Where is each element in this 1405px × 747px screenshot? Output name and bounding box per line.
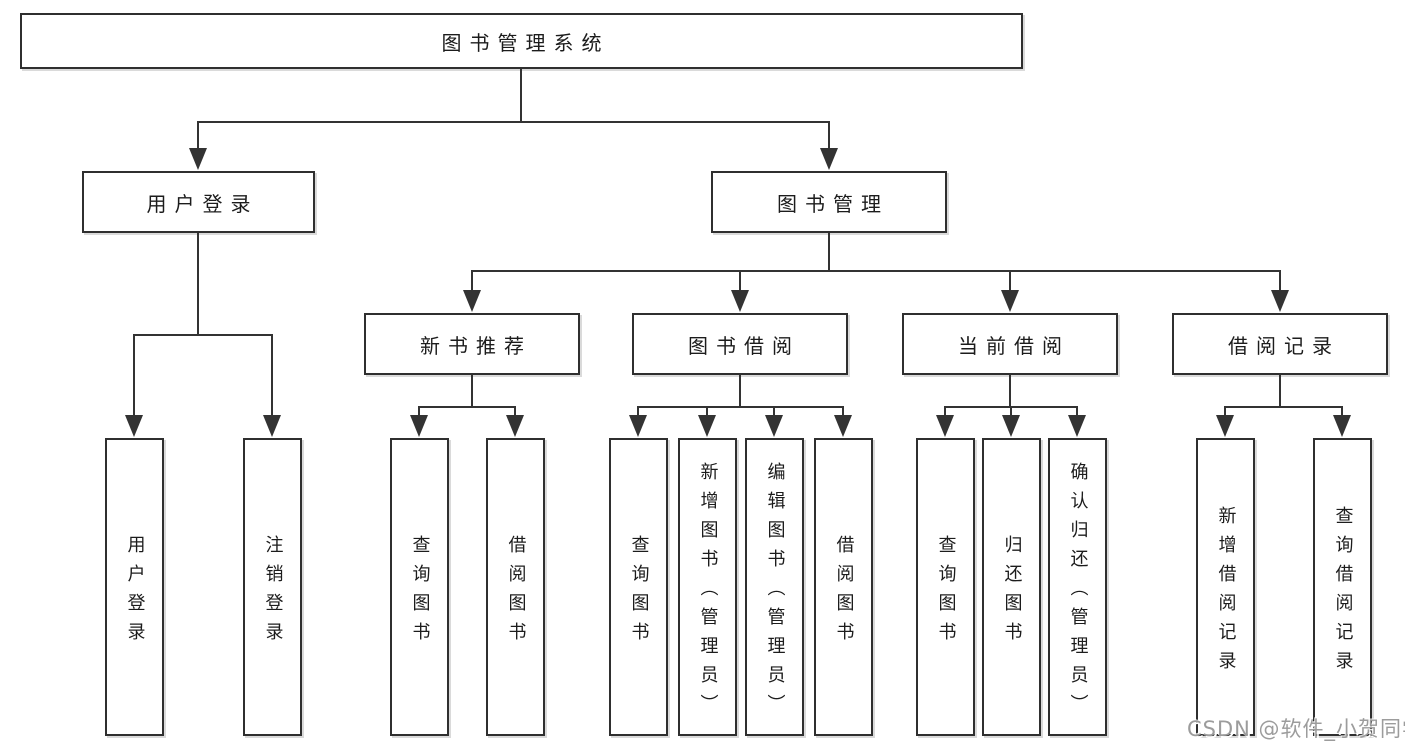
connector-line [471,375,473,408]
connector-arrowhead [263,415,281,437]
node-borrow-books-recommend: 借阅图书 [486,438,545,736]
node-add-borrow-record: 新增借阅记录 [1196,438,1255,736]
node-borrow-books-borrowing-label: 借阅图书 [833,534,855,651]
connector-arrowhead [463,290,481,312]
connector-arrowhead [1068,415,1086,437]
node-new-book-recommend-label: 新书推荐 [420,333,532,358]
node-confirm-return-admin: 确认归还（管理员） [1048,438,1107,736]
node-borrowing-records-label: 借阅记录 [1228,333,1340,358]
node-return-books: 归还图书 [982,438,1041,736]
connector-line [1009,375,1011,408]
node-add-borrow-record-label: 新增借阅记录 [1215,505,1237,680]
node-user-login-label: 用户登录 [146,191,259,216]
connector-arrowhead [1001,290,1019,312]
node-add-books-admin: 新增图书（管理员） [678,438,737,736]
node-borrow-books-borrowing: 借阅图书 [814,438,873,736]
node-query-books-current: 查询图书 [916,438,975,736]
node-library-system-label: 图书管理系统 [441,30,610,55]
node-book-management-label: 图书管理 [777,191,889,216]
node-library-system: 图书管理系统 [20,13,1023,69]
connector-line [739,375,741,408]
node-user-login-leaf: 用户登录 [105,438,164,736]
connector-line [944,407,946,421]
connector-arrowhead [189,148,207,170]
node-edit-books-admin-label: 编辑图书（管理员） [764,462,786,723]
node-query-books-current-label: 查询图书 [935,534,957,651]
node-user-login-leaf-label: 用户登录 [124,534,146,651]
node-logout-leaf: 注销登录 [243,438,302,736]
connector-line [706,407,708,421]
node-query-books-borrowing-label: 查询图书 [628,534,650,651]
connector-line [637,407,639,421]
connector-line [418,406,516,408]
connector-line [1010,407,1012,421]
connector-line [133,335,135,421]
connector-arrowhead [1002,415,1020,437]
csdn-watermark: CSDN @软件_小贺同学 [1187,717,1405,741]
node-book-borrowing-label: 图书借阅 [688,333,800,358]
connector-line [637,406,844,408]
connector-arrowhead [698,415,716,437]
connector-line [1224,407,1226,421]
connector-line [773,407,775,421]
connector-line [1224,406,1343,408]
node-add-books-admin-label: 新增图书（管理员） [697,462,719,723]
connector-line [471,270,1281,272]
connector-line [471,271,473,296]
node-edit-books-admin: 编辑图书（管理员） [745,438,804,736]
connector-arrowhead [1271,290,1289,312]
node-borrow-books-recommend-label: 借阅图书 [505,534,527,651]
node-query-books-recommend: 查询图书 [390,438,449,736]
connector-line [842,407,844,421]
connector-arrowhead [1216,415,1234,437]
connector-arrowhead [506,415,524,437]
connector-line [739,271,741,296]
connector-arrowhead [410,415,428,437]
node-query-books-borrowing: 查询图书 [609,438,668,736]
node-current-borrowing: 当前借阅 [902,313,1118,375]
connector-line [197,121,830,123]
connector-line [197,233,199,336]
node-query-borrow-record: 查询借阅记录 [1313,438,1372,736]
node-new-book-recommend: 新书推荐 [364,313,580,375]
connector-line [514,407,516,421]
node-query-borrow-record-label: 查询借阅记录 [1332,505,1354,680]
connector-arrowhead [834,415,852,437]
node-book-borrowing: 图书借阅 [632,313,848,375]
node-logout-leaf-label: 注销登录 [262,534,284,651]
node-user-login: 用户登录 [82,171,315,233]
connector-arrowhead [731,290,749,312]
connector-line [197,122,199,154]
node-borrowing-records: 借阅记录 [1172,313,1388,375]
connector-arrowhead [629,415,647,437]
connector-arrowhead [936,415,954,437]
connector-line [828,233,830,272]
connector-line [1279,375,1281,408]
node-current-borrowing-label: 当前借阅 [958,333,1070,358]
node-book-management: 图书管理 [711,171,947,233]
connector-line [133,334,273,336]
connector-arrowhead [1333,415,1351,437]
node-return-books-label: 归还图书 [1001,534,1023,651]
connector-line [418,407,420,421]
node-confirm-return-admin-label: 确认归还（管理员） [1067,462,1089,723]
connector-line [828,122,830,154]
connector-line [271,335,273,421]
connector-line [520,69,522,123]
connector-line [1009,271,1011,296]
connector-arrowhead [765,415,783,437]
connector-line [1341,407,1343,421]
connector-arrowhead [125,415,143,437]
connector-line [1076,407,1078,421]
connector-arrowhead [820,148,838,170]
node-query-books-recommend-label: 查询图书 [409,534,431,651]
connector-line [1279,271,1281,296]
